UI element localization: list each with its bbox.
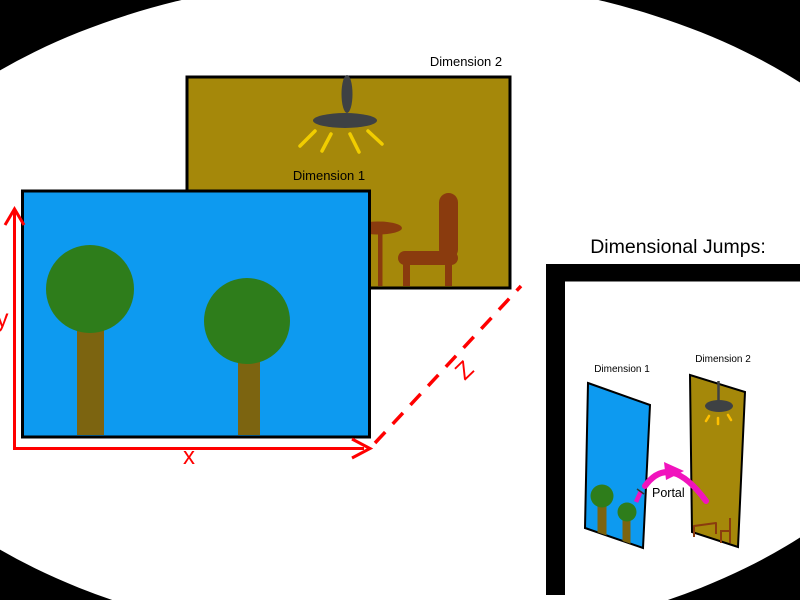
inset-table-outline bbox=[693, 522, 717, 537]
portal-arrow-head bbox=[664, 462, 684, 480]
inset-dimension1-label: Dimension 1 bbox=[594, 364, 650, 375]
inset-lamp-ray bbox=[726, 413, 733, 422]
chair-back-leg bbox=[445, 263, 452, 286]
main-dimension1-label: Dimension 1 bbox=[292, 168, 366, 183]
y-axis-arrowhead bbox=[3, 206, 26, 226]
inset-frame-left-bar bbox=[546, 264, 565, 595]
inset-tree-canopy bbox=[617, 502, 637, 522]
inset-dimension1-panel bbox=[583, 381, 652, 550]
tree-trunk bbox=[238, 350, 260, 435]
y-axis-label: y bbox=[0, 305, 9, 333]
portal-marker bbox=[633, 490, 644, 503]
lamp-light-ray bbox=[348, 132, 361, 154]
chair-back bbox=[439, 193, 458, 259]
inset-title: Dimensional Jumps: bbox=[590, 236, 766, 258]
chair-front-leg bbox=[403, 263, 410, 286]
inset-tree-trunk bbox=[622, 515, 631, 548]
inset-dimension1-group bbox=[583, 381, 652, 550]
portal-marker-tick bbox=[636, 488, 645, 495]
main-dimension2-label: Dimension 2 bbox=[429, 54, 503, 69]
tree-canopy bbox=[204, 278, 290, 364]
portal-label: Portal bbox=[652, 486, 685, 500]
inset-frame-top-bar bbox=[546, 264, 800, 282]
lamp-light-ray bbox=[298, 129, 317, 148]
inset-trees bbox=[590, 484, 637, 548]
z-axis-dashed-line bbox=[373, 284, 523, 445]
lamp-light-ray bbox=[366, 129, 384, 146]
x-axis-arrowhead bbox=[351, 437, 374, 460]
chair-seat bbox=[398, 251, 458, 265]
inset-lamp-shade bbox=[705, 400, 733, 412]
main-dimension1-scene bbox=[21, 189, 371, 439]
inset-lamp-ray bbox=[704, 414, 711, 423]
lamp-stem bbox=[341, 75, 353, 113]
lamp-shade bbox=[313, 113, 377, 128]
inset-dimension2-group bbox=[688, 373, 747, 549]
inset-dimension2-label: Dimension 2 bbox=[695, 354, 751, 365]
tree-canopy bbox=[46, 245, 134, 333]
inset-tree-trunk bbox=[597, 500, 607, 545]
inset-chair-outline bbox=[720, 518, 731, 543]
inset-tree-canopy bbox=[590, 484, 614, 508]
x-axis-label: x bbox=[183, 443, 195, 470]
table-leg bbox=[378, 233, 383, 286]
lamp-light-ray bbox=[320, 132, 333, 153]
coordinate-axes bbox=[3, 206, 523, 460]
portal-arrow bbox=[642, 462, 709, 504]
